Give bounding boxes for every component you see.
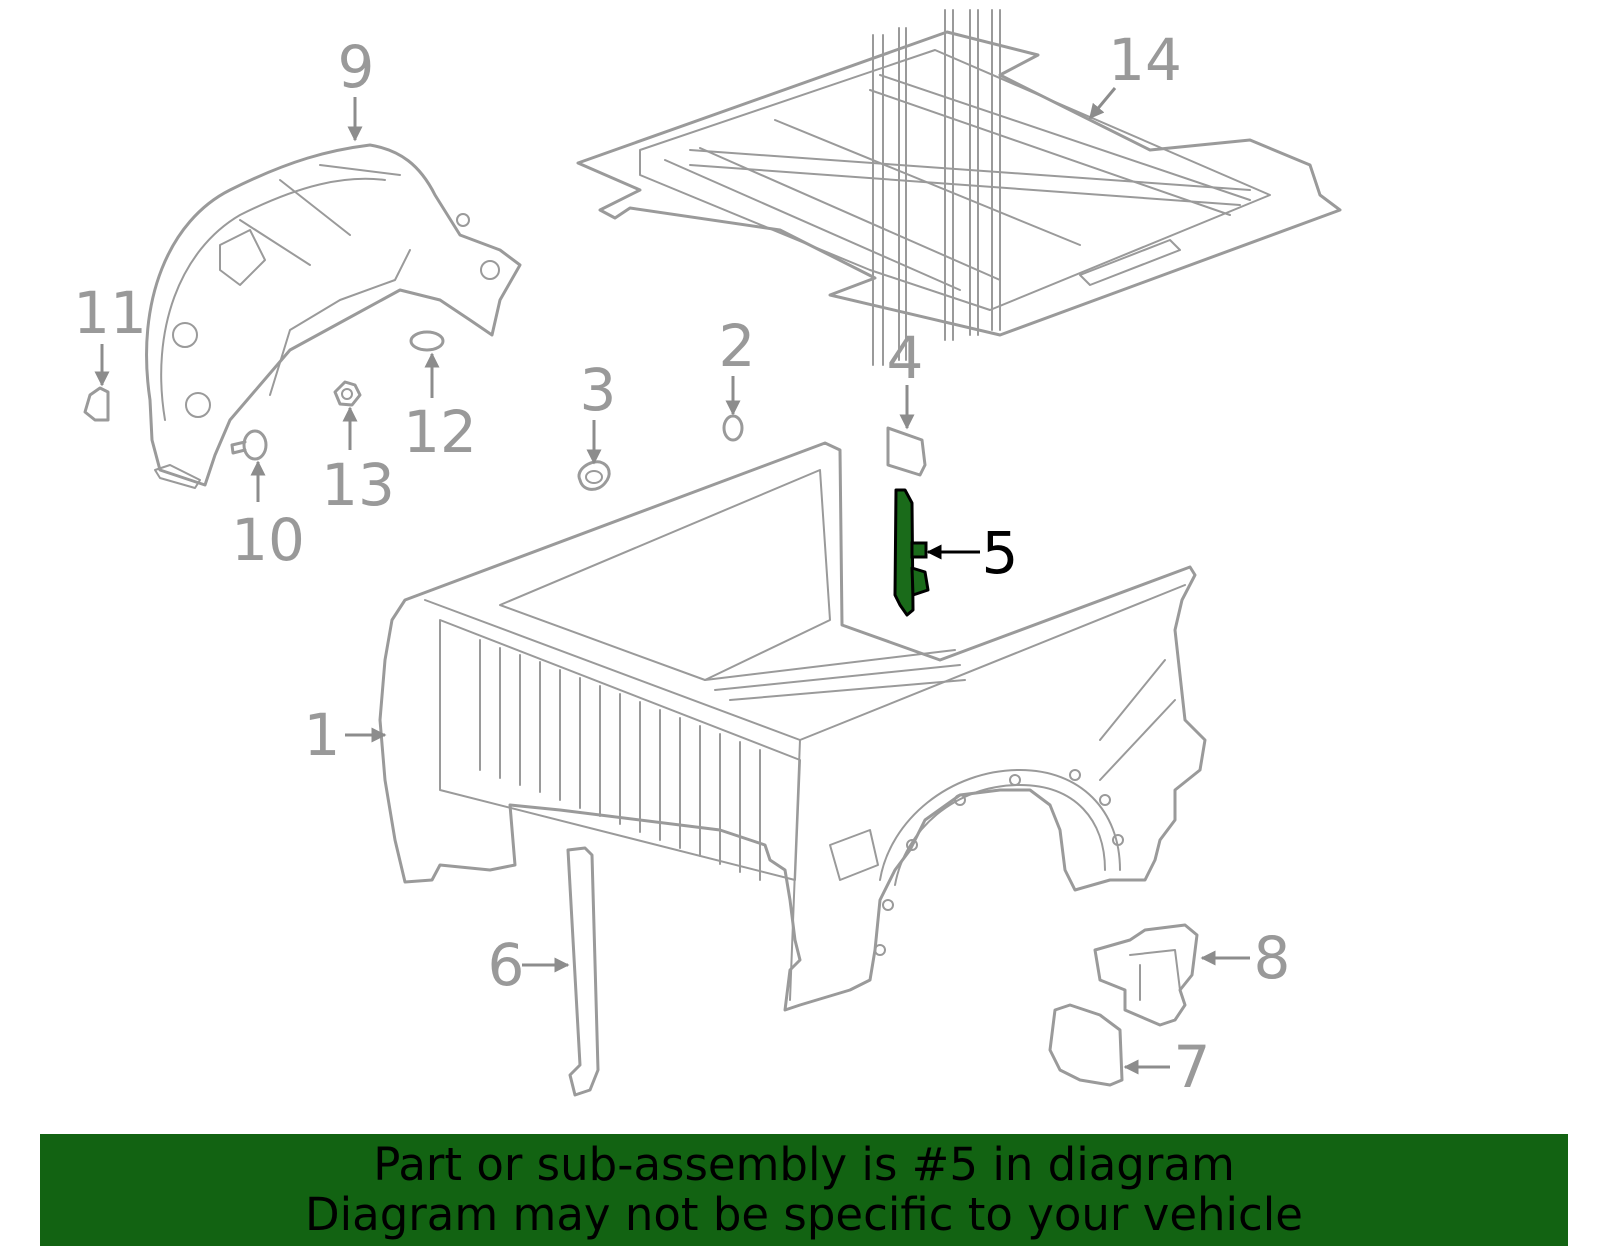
- plug-2-part: [722, 414, 744, 442]
- callout-11: 11: [73, 279, 147, 347]
- callout-8: 8: [1254, 924, 1291, 992]
- bed-floor-panel-part: [576, 9, 1342, 366]
- callout-12: 12: [403, 398, 477, 466]
- fuel-door-housing-8-part: [1093, 923, 1199, 1027]
- fuel-door-7-part: [1048, 1003, 1124, 1087]
- callout-5: 5: [982, 519, 1019, 587]
- callout-9: 9: [338, 33, 375, 101]
- bracket-5-part-highlighted: [893, 488, 930, 617]
- callout-1: 1: [304, 701, 341, 769]
- wheelhouse-liner-part: [145, 143, 522, 489]
- leader-14: [1088, 87, 1117, 120]
- push-pin-10-part: [230, 429, 268, 461]
- callout-3: 3: [580, 356, 617, 424]
- callout-2: 2: [719, 312, 756, 380]
- callout-4: 4: [887, 324, 924, 392]
- seal-strip-6-part: [566, 846, 600, 1097]
- callout-7: 7: [1174, 1033, 1211, 1101]
- callout-13: 13: [321, 451, 395, 519]
- grommet-12-part: [409, 330, 445, 352]
- parts-diagram: 9 14 11 2 4 3 12 13 10 5 1 6 8 7: [73, 9, 1342, 1101]
- plug-3-part: [577, 460, 611, 491]
- nut-13-part: [333, 380, 362, 407]
- banner-line-2: Diagram may not be specific to your vehi…: [305, 1188, 1303, 1241]
- clip-11-part: [83, 386, 110, 422]
- callout-10: 10: [231, 506, 305, 574]
- info-banner: Part or sub-assembly is #5 in diagram Di…: [40, 1134, 1568, 1246]
- banner-line-1: Part or sub-assembly is #5 in diagram: [373, 1138, 1235, 1191]
- pickup-box-part: [378, 441, 1207, 1012]
- callout-6: 6: [488, 931, 525, 999]
- pad-4-part: [886, 426, 927, 477]
- callout-14: 14: [1108, 26, 1182, 94]
